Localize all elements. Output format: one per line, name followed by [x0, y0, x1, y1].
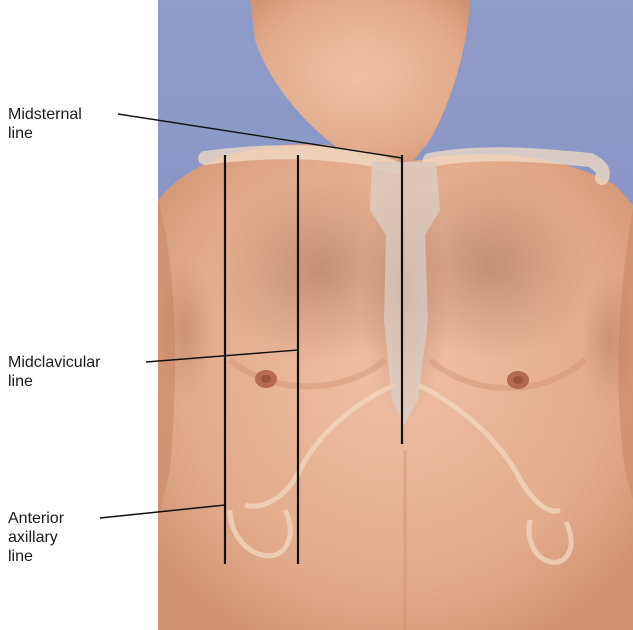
- label-anterior-axillary-line: Anterior axillary line: [8, 509, 64, 566]
- label-text: line: [8, 372, 100, 391]
- label-text: axillary: [8, 528, 64, 547]
- label-text: line: [8, 124, 82, 143]
- label-midsternal-line: Midsternal line: [8, 105, 82, 143]
- label-text: Midclavicular: [8, 353, 100, 372]
- label-text: line: [8, 547, 64, 566]
- label-text: Midsternal: [8, 105, 82, 124]
- label-midclavicular-line: Midclavicular line: [8, 353, 100, 391]
- label-text: Anterior: [8, 509, 64, 528]
